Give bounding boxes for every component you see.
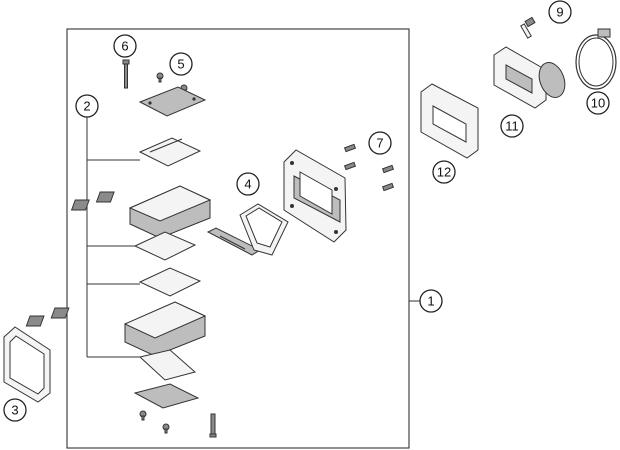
callout-3: 3	[3, 398, 27, 422]
reed-petal-2-part	[133, 231, 197, 261]
callout-2-label: 2	[83, 99, 90, 114]
callout-2: 2	[75, 94, 99, 118]
callout-9-label: 9	[556, 5, 563, 20]
callout-4: 4	[236, 172, 260, 196]
intake-manifold-part	[493, 46, 566, 109]
screw-9-part	[520, 16, 536, 39]
reed-body-1-part	[70, 185, 212, 239]
callout-2-bracket	[86, 117, 140, 358]
callout-11-label: 11	[505, 119, 519, 134]
gasket-part	[239, 203, 289, 256]
reed-body-2-part	[25, 301, 207, 357]
outer-gasket-part	[3, 326, 51, 403]
callout-1: 1	[419, 289, 443, 313]
screw-long-part	[122, 59, 130, 89]
callout-7: 7	[368, 131, 392, 155]
callout-10-label: 10	[591, 96, 605, 111]
bottom-screws-part	[139, 410, 217, 438]
callout-5-label: 5	[177, 57, 184, 72]
callout-11: 11	[500, 114, 524, 138]
callout-6: 6	[113, 34, 137, 58]
callout-5: 5	[169, 52, 193, 76]
callout-10: 10	[586, 91, 610, 115]
callout-7-label: 7	[376, 136, 383, 151]
callout-12-label: 12	[437, 165, 451, 180]
hose-clamp-part	[575, 28, 617, 90]
callout-6-label: 6	[121, 39, 128, 54]
callout-3-label: 3	[11, 403, 18, 418]
reed-petal-1-part	[138, 137, 202, 167]
callout-9: 9	[548, 0, 572, 24]
flange-bolts-part	[343, 143, 395, 192]
gasket-12-part	[420, 83, 479, 159]
reed-housing-part	[283, 149, 347, 243]
reed-petal-3-part	[138, 267, 202, 297]
bottom-plate-part	[133, 383, 200, 409]
assembly-frame	[66, 28, 410, 449]
callout-1-label: 1	[427, 294, 434, 309]
top-plate-part	[138, 86, 207, 117]
callout-4-label: 4	[244, 177, 251, 192]
reed-petal-4-part	[138, 349, 197, 381]
callout-12: 12	[432, 160, 456, 184]
